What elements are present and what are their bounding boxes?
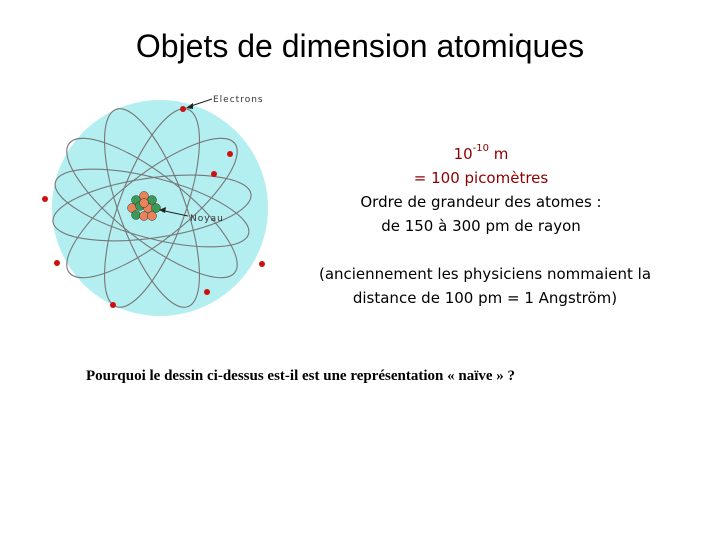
nucleon — [147, 195, 157, 205]
electron — [204, 289, 210, 295]
electron — [227, 151, 233, 157]
electrons — [42, 106, 265, 308]
size-value-exponent: -10 — [472, 143, 490, 154]
orbit — [66, 137, 238, 279]
nucleus-arrowhead — [159, 207, 166, 213]
orbit — [54, 168, 250, 248]
angstrom-note-line2: distance de 100 pm = 1 Angström) — [352, 289, 618, 307]
electron — [259, 261, 265, 267]
orbit — [66, 137, 238, 279]
electron — [211, 171, 217, 177]
order-line: Ordre de grandeur des atomes : — [360, 193, 602, 211]
atom-illustration: Electrons Noyau — [42, 95, 268, 316]
electron — [42, 196, 48, 202]
electrons-arrowhead — [186, 103, 193, 109]
question-text: Pourquoi le dessin ci-dessus est-il est … — [86, 368, 516, 384]
angstrom-note: (anciennement les physiciens nommaient l… — [290, 262, 680, 310]
size-value-unit: m — [489, 145, 509, 163]
nucleon — [139, 211, 149, 221]
nucleon — [131, 210, 141, 220]
atomic-size-info: 10-10 m = 100 picomètres Ordre de grande… — [336, 142, 626, 238]
electron — [110, 302, 116, 308]
size-value: 10-10 m — [336, 142, 626, 166]
nucleus — [127, 191, 161, 221]
nucleon — [147, 211, 157, 221]
orbits — [52, 108, 252, 308]
orbit — [104, 108, 200, 308]
picometres-line: = 100 picomètres — [413, 169, 549, 187]
slide-title: Objets de dimension atomiques — [135, 28, 585, 64]
orbit — [104, 108, 200, 308]
range-line: de 150 à 300 pm de rayon — [381, 217, 581, 235]
electrons-label: Electrons — [213, 95, 264, 105]
size-value-base: 10 — [453, 145, 473, 163]
atom-diagram: Electrons Noyau — [40, 88, 280, 328]
nucleon — [151, 203, 161, 213]
electron — [54, 260, 60, 266]
angstrom-note-line1: (anciennement les physiciens nommaient l… — [318, 265, 652, 283]
electron — [180, 106, 186, 112]
nucleus-label: Noyau — [190, 214, 224, 224]
nucleon — [139, 198, 149, 208]
orbit — [52, 174, 252, 242]
